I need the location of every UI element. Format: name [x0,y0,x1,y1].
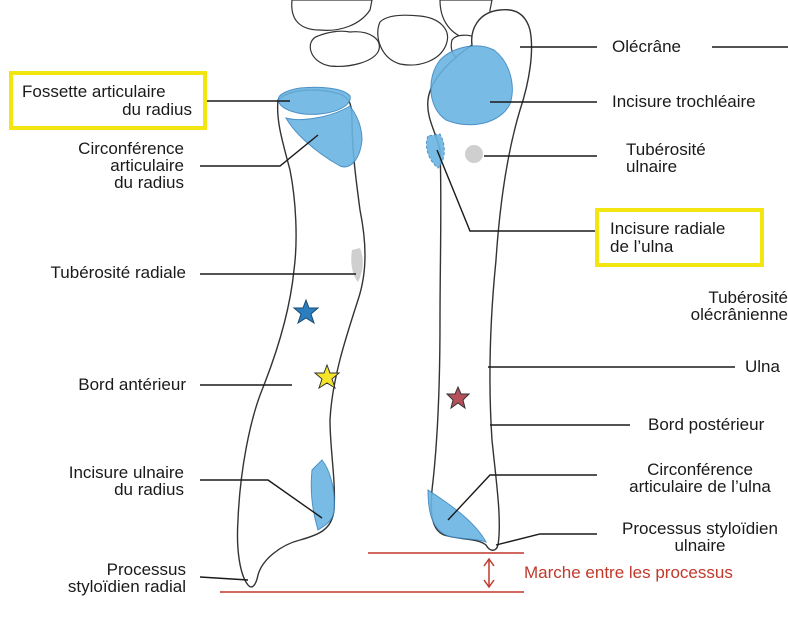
label-olecrane: Olécrâne [612,37,681,56]
label-circonference-radius-2: articulaire [110,156,184,175]
label-circonference-radius-1: Circonférence [78,139,184,158]
fossette-area [277,86,351,115]
label-tuberosite-radiale: Tubérosité radiale [51,263,186,282]
label-tuberosite-olecranienne-2: olécrânienne [691,305,788,324]
label-processus-ulnaire-1: Processus styloïdien [622,519,778,538]
label-marche: Marche entre les processus [524,563,733,582]
label-ulna: Ulna [745,357,781,376]
incisure-radiale-highlight-box [595,208,764,267]
fossette-highlight-box [9,71,207,130]
incisure-ulnaire-area [310,459,335,531]
label-bord-posterieur: Bord postérieur [648,415,765,434]
marche-marker [220,552,524,593]
label-incisure-ulnaire-1: Incisure ulnaire [69,463,184,482]
label-processus-radial-1: Processus [107,560,186,579]
tuberosite-ulnaire-mark [465,145,483,163]
label-tuberosite-ulnaire-1: Tubérosité [626,140,706,159]
star-blue-icon [292,298,320,325]
label-processus-ulnaire-2: ulnaire [674,536,725,555]
label-tuberosite-ulnaire-2: ulnaire [626,157,677,176]
label-processus-radial-2: styloïdien radial [68,577,186,596]
label-circonference-radius-3: du radius [114,173,184,192]
label-incisure-radiale-2: de l’ulna [610,237,674,256]
double-arrow-icon [483,557,495,589]
ulna-bone [425,8,533,551]
label-circonference-ulna-1: Circonférence [647,460,753,479]
star-red-icon [445,385,471,410]
label-incisure-radiale-1: Incisure radiale [610,219,725,238]
leader-lines [197,46,788,581]
label-fossette-2: du radius [122,100,192,119]
label-fossette-1: Fossette articulaire [22,82,166,101]
label-incisure-ulnaire-2: du radius [114,480,184,499]
star-yellow-icon [313,363,341,390]
circonference-ulna-area [427,489,488,543]
label-bord-anterieur: Bord antérieur [78,375,186,394]
circonference-area [284,105,363,168]
incisure-trochleaire-area [430,45,513,126]
label-incisure-trochleaire: Incisure trochléaire [612,92,756,111]
label-circonference-ulna-2: articulaire de l’ulna [629,477,771,496]
label-tuberosite-olecranienne-1: Tubérosité [708,288,788,307]
incisure-radiale-area [425,133,445,169]
radius-bone [236,86,366,588]
